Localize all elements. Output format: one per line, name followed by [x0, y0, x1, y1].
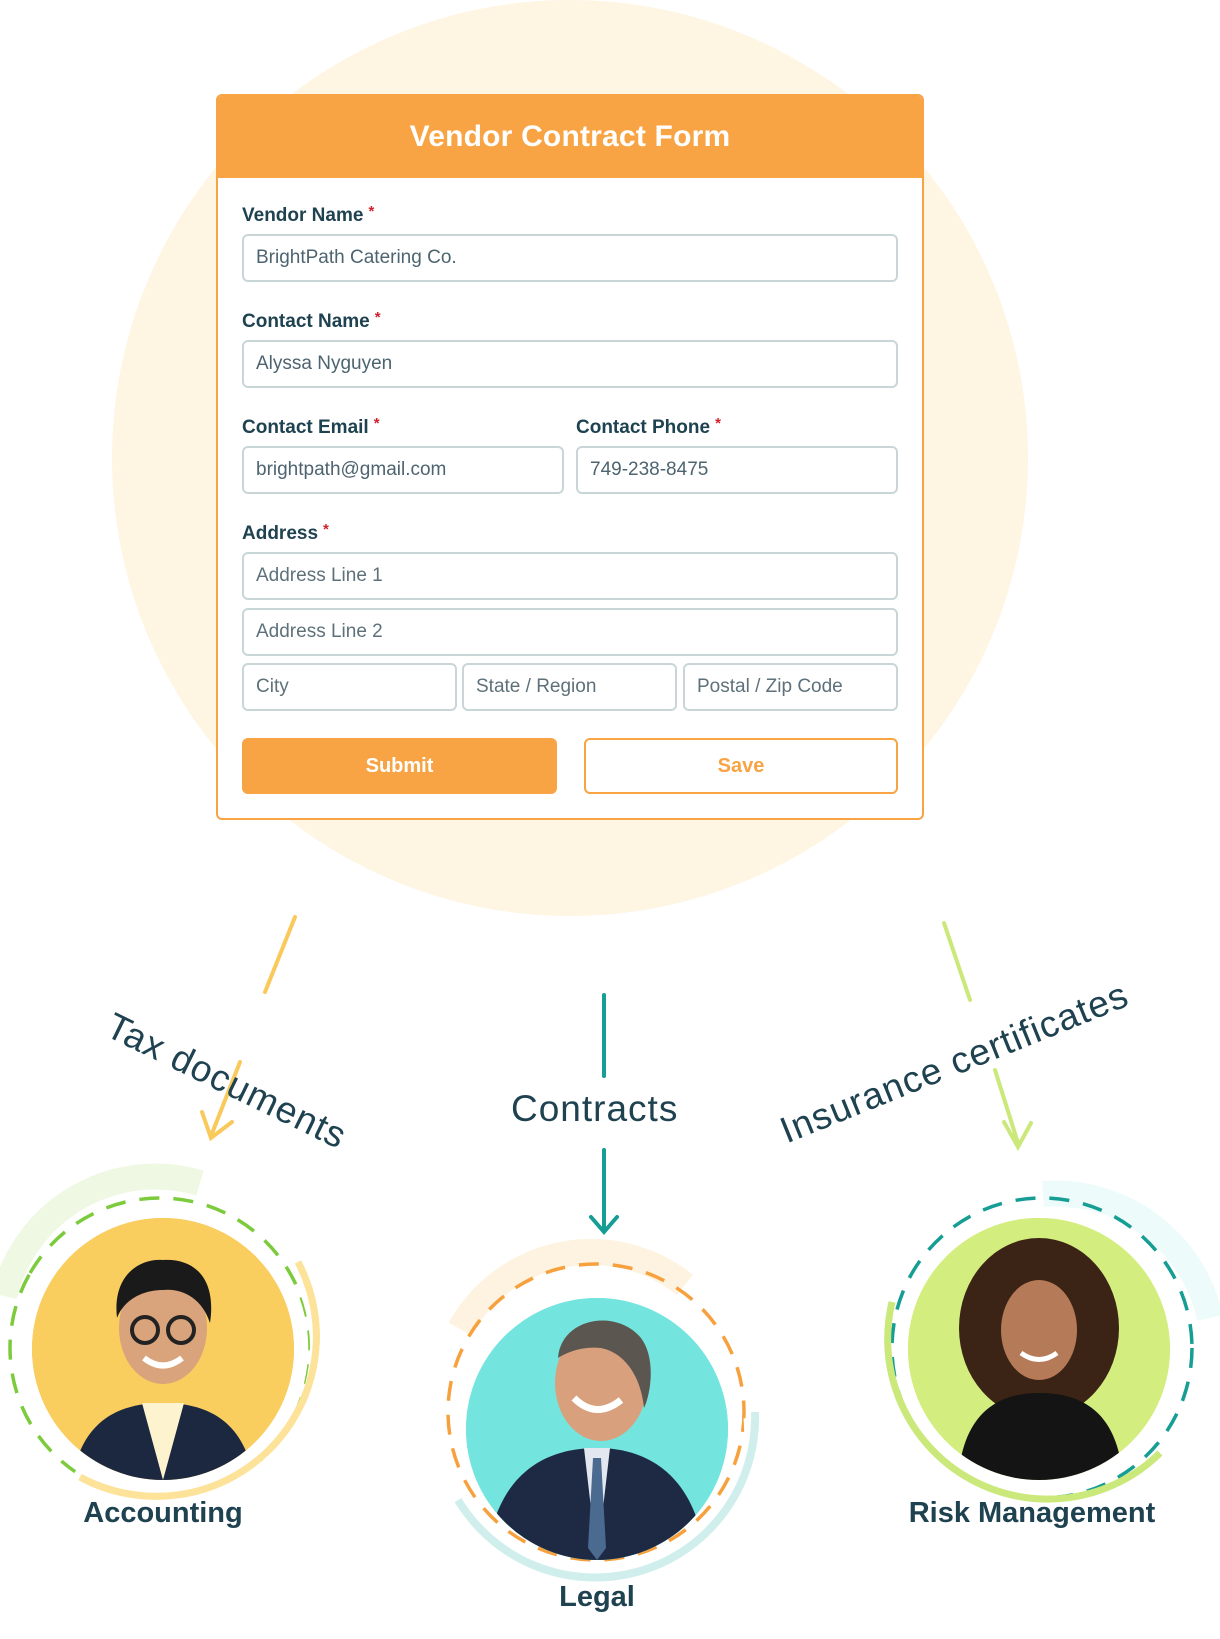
person-icon	[908, 1218, 1170, 1480]
department-label-accounting: Accounting	[83, 1497, 243, 1529]
flow-label-contracts: Contracts	[511, 1088, 679, 1129]
address-line2-input[interactable]: Address Line 2	[242, 608, 898, 656]
submit-button[interactable]: Submit	[242, 738, 557, 794]
contact-phone-input[interactable]: 749-238-8475	[576, 446, 898, 494]
submit-label: Submit	[365, 754, 434, 777]
postal-zip-placeholder: Postal / Zip Code	[697, 676, 843, 697]
state-region-placeholder: State / Region	[476, 676, 597, 697]
required-marker: *	[373, 415, 380, 432]
address-label: Address*	[242, 521, 329, 545]
contact-phone-label-text: Contact Phone	[576, 417, 711, 438]
contact-email-input[interactable]: brightpath@gmail.com	[242, 446, 564, 494]
flow-label-insurance-certificates: Insurance certificates	[774, 973, 1135, 1152]
avatar-accounting	[32, 1218, 294, 1480]
avatar-legal	[466, 1298, 728, 1560]
contact-name-value: Alyssa Nyguyen	[256, 353, 393, 374]
person-icon	[32, 1218, 294, 1480]
contact-phone-label: Contact Phone*	[576, 415, 721, 439]
address-label-text: Address	[242, 523, 319, 544]
vendor-contract-form: Vendor Contract Form Vendor Name* Bright…	[216, 94, 924, 820]
vendor-name-value: BrightPath Catering Co.	[256, 247, 457, 268]
required-marker: *	[374, 309, 381, 326]
contact-email-label: Contact Email*	[242, 415, 380, 439]
avatar-risk-management	[908, 1218, 1170, 1480]
department-label-risk-management: Risk Management	[908, 1497, 1156, 1529]
vendor-name-label-text: Vendor Name	[242, 205, 364, 226]
contact-email-value: brightpath@gmail.com	[256, 459, 447, 480]
contact-email-label-text: Contact Email	[242, 417, 369, 438]
person-icon	[466, 1298, 728, 1560]
city-placeholder: City	[256, 676, 289, 697]
save-label: Save	[717, 754, 765, 777]
required-marker: *	[323, 521, 329, 538]
postal-zip-input[interactable]: Postal / Zip Code	[683, 663, 898, 711]
flow-label-tax-documents: Tax documents	[100, 1005, 354, 1157]
address-line1-placeholder: Address Line 1	[256, 565, 383, 586]
vendor-name-label: Vendor Name*	[242, 203, 374, 227]
required-marker: *	[715, 415, 721, 432]
contact-name-input[interactable]: Alyssa Nyguyen	[242, 340, 898, 388]
state-region-input[interactable]: State / Region	[462, 663, 677, 711]
contact-name-label: Contact Name*	[242, 309, 381, 333]
contact-name-label-text: Contact Name	[242, 311, 370, 332]
form-header: Vendor Contract Form	[218, 96, 922, 178]
contact-phone-value: 749-238-8475	[590, 459, 709, 480]
city-input[interactable]: City	[242, 663, 457, 711]
form-title: Vendor Contract Form	[409, 120, 731, 153]
vendor-name-input[interactable]: BrightPath Catering Co.	[242, 234, 898, 282]
required-marker: *	[368, 203, 375, 220]
save-button[interactable]: Save	[584, 738, 898, 794]
address-line2-placeholder: Address Line 2	[256, 621, 383, 642]
address-line1-input[interactable]: Address Line 1	[242, 552, 898, 600]
department-label-legal: Legal	[559, 1581, 635, 1613]
